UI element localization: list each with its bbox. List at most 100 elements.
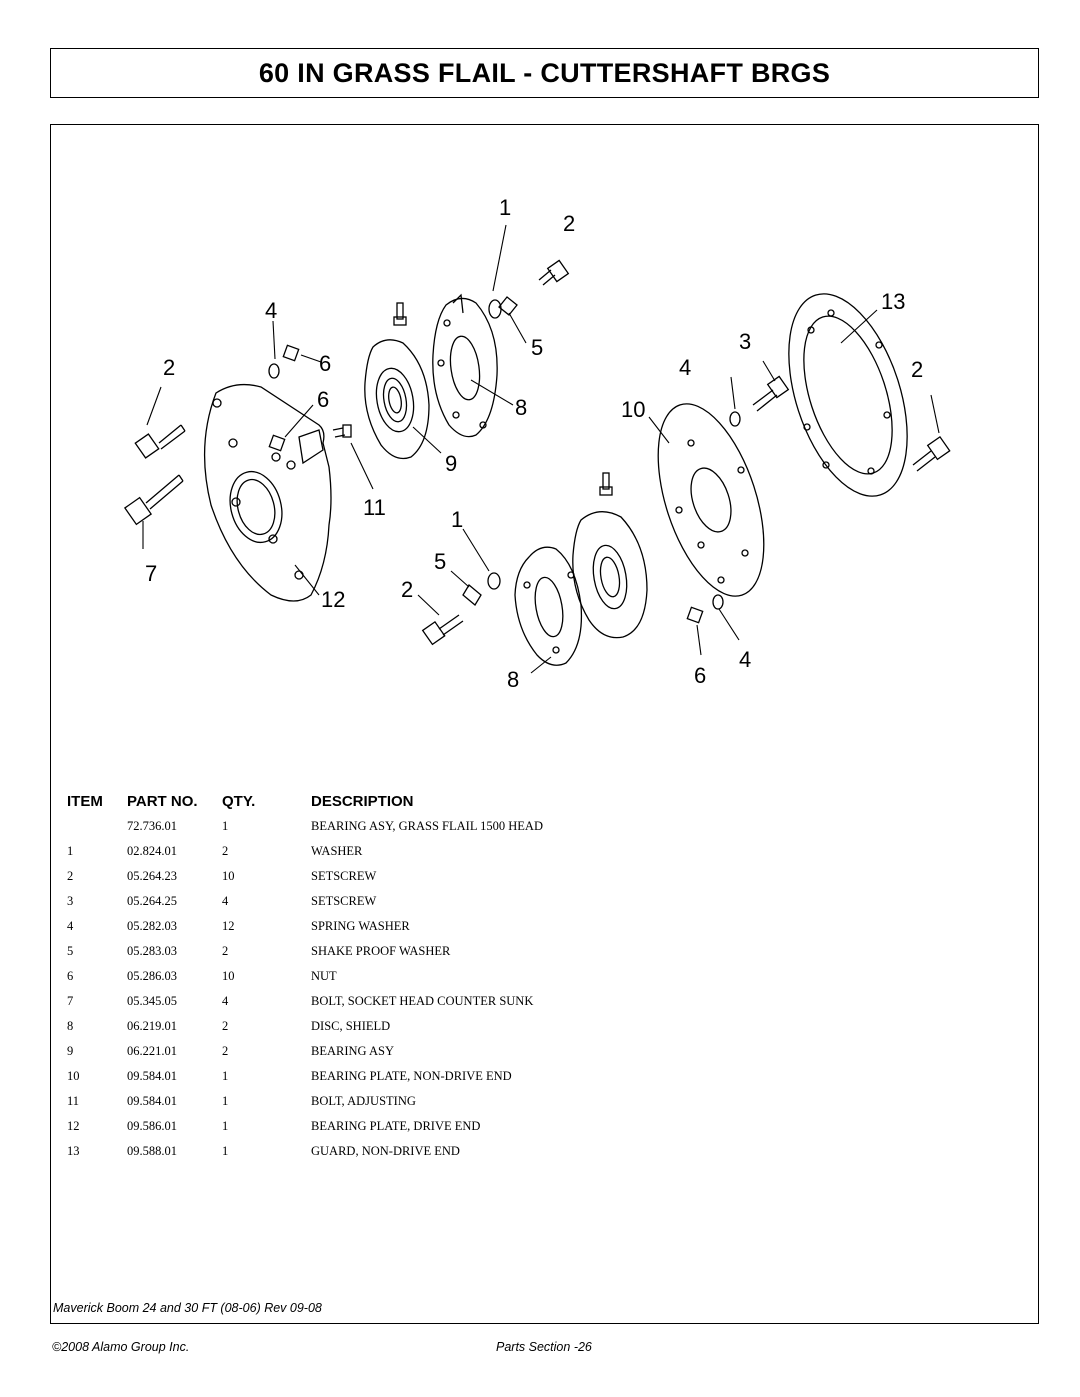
disc-shield-lower-drawing [514,546,583,666]
qty-cell: 2 [222,1044,229,1058]
callout-2-lower: 2 [401,577,413,602]
callout-6-upper: 6 [319,351,331,376]
desc-cell: NUT [311,969,337,983]
item-cell: 6 [67,969,74,983]
desc-cell: BEARING PLATE, DRIVE END [311,1119,481,1133]
qty-cell: 4 [222,894,229,908]
page-title: 60 IN GRASS FLAIL - CUTTERSHAFT BRGS [258,57,831,88]
desc-cell: BEARING ASY [311,1044,394,1058]
callout-3: 3 [739,329,751,354]
callout-2-right: 2 [911,357,923,382]
table-row: 10 09.584.01 1 BEARING PLATE, NON-DRIVE … [51,1069,1038,1094]
callout-9: 9 [445,451,457,476]
part-cell: 06.221.01 [127,1044,177,1058]
item-cell: 3 [67,894,74,908]
table-row: 6 05.286.03 10 NUT [51,969,1038,994]
bearing-asy-top-drawing [364,302,430,460]
table-row: 11 09.584.01 1 BOLT, ADJUSTING [51,1094,1038,1119]
callout-13: 13 [881,289,905,314]
desc-cell: GUARD, NON-DRIVE END [311,1144,460,1158]
qty-cell: 10 [222,969,235,983]
nut-washer-drawings [268,296,741,624]
parts-table-header: ITEM PART NO. QTY. DESCRIPTION [51,793,1038,815]
bearing-asy-lower-drawing [572,472,648,639]
qty-cell: 1 [222,1119,229,1133]
item-cell: 9 [67,1044,74,1058]
header-qty: QTY. [222,793,256,810]
desc-cell: SETSCREW [311,894,377,908]
callout-4-right: 4 [679,355,691,380]
callout-2-left: 2 [163,355,175,380]
header-part-no: PART NO. [127,793,198,810]
item-cell: 4 [67,919,74,933]
part-cell: 09.586.01 [127,1119,177,1133]
callout-1-lower: 1 [451,507,463,532]
title-box: 60 IN GRASS FLAIL - CUTTERSHAFT BRGS [50,48,1039,98]
callout-8-upper: 8 [515,395,527,420]
desc-cell: SHAKE PROOF WASHER [311,944,451,958]
leader-lines [142,224,940,674]
part-cell: 02.824.01 [127,844,177,858]
table-row: 4 05.282.03 12 SPRING WASHER [51,919,1038,944]
callout-labels: 1 2 13 4 5 3 4 2 2 6 6 8 10 9 11 1 7 12 … [145,195,923,692]
item-cell: 12 [67,1119,80,1133]
callout-5-lower: 5 [434,549,446,574]
callout-6-lower: 6 [694,663,706,688]
callout-10: 10 [621,397,645,422]
guard-non-drive-end-drawing [788,293,908,497]
callout-11: 11 [363,495,386,520]
item-cell: 11 [67,1094,80,1108]
callout-12: 12 [321,587,345,612]
header-description: DESCRIPTION [311,793,414,810]
item-cell: 8 [67,1019,74,1033]
part-cell: 05.264.25 [127,894,177,908]
item-cell: 10 [67,1069,80,1083]
bearing-plate-drive-end-drawing [203,383,332,602]
table-row: 8 06.219.01 2 DISC, SHIELD [51,1019,1038,1044]
copyright: ©2008 Alamo Group Inc. [52,1340,190,1354]
part-cell: 09.584.01 [127,1094,177,1108]
part-cell: 05.286.03 [127,969,177,983]
exploded-parts-diagram: 1 2 13 4 5 3 4 2 2 6 6 8 10 9 11 1 7 12 … [123,195,951,692]
part-cell: 05.282.03 [127,919,177,933]
item-cell: 7 [67,994,74,1008]
table-row: 5 05.283.03 2 SHAKE PROOF WASHER [51,944,1038,969]
part-cell: 72.736.01 [127,819,177,833]
callout-5-upper: 5 [531,335,543,360]
callout-2-top: 2 [563,211,575,236]
header-item: ITEM [67,793,103,810]
qty-cell: 12 [222,919,235,933]
part-cell: 05.283.03 [127,944,177,958]
section-number: Parts Section -26 [496,1340,592,1354]
qty-cell: 1 [222,1144,229,1158]
part-cell: 05.264.23 [127,869,177,883]
disc-shield-top-drawing [432,293,498,438]
table-row: 9 06.221.01 2 BEARING ASY [51,1044,1038,1069]
part-cell: 09.584.01 [127,1069,177,1083]
manual-footer: Maverick Boom 24 and 30 FT (08-06) Rev 0… [53,1301,322,1315]
qty-cell: 1 [222,1094,229,1108]
desc-cell: BOLT, SOCKET HEAD COUNTER SUNK [311,994,534,1008]
qty-cell: 10 [222,869,235,883]
desc-cell: BEARING PLATE, NON-DRIVE END [311,1069,512,1083]
bearing-plate-non-drive-end-drawing [657,403,765,597]
qty-cell: 4 [222,994,229,1008]
table-row: 3 05.264.25 4 SETSCREW [51,894,1038,919]
item-cell: 5 [67,944,74,958]
qty-cell: 1 [222,819,229,833]
desc-cell: WASHER [311,844,363,858]
table-row: 1 02.824.01 2 WASHER [51,844,1038,869]
qty-cell: 2 [222,944,229,958]
callout-8-lower: 8 [507,667,519,692]
table-row: 13 09.588.01 1 GUARD, NON-DRIVE END [51,1144,1038,1169]
qty-cell: 2 [222,1019,229,1033]
desc-cell: SETSCREW [311,869,377,883]
desc-cell: SPRING WASHER [311,919,410,933]
table-row: 12 09.586.01 1 BEARING PLATE, DRIVE END [51,1119,1038,1144]
callout-7: 7 [145,561,157,586]
item-cell: 13 [67,1144,80,1158]
bolt-drawings [123,259,951,646]
callout-4-lower: 4 [739,647,751,672]
part-cell: 06.219.01 [127,1019,177,1033]
table-row: 72.736.01 1 BEARING ASY, GRASS FLAIL 150… [51,819,1038,844]
